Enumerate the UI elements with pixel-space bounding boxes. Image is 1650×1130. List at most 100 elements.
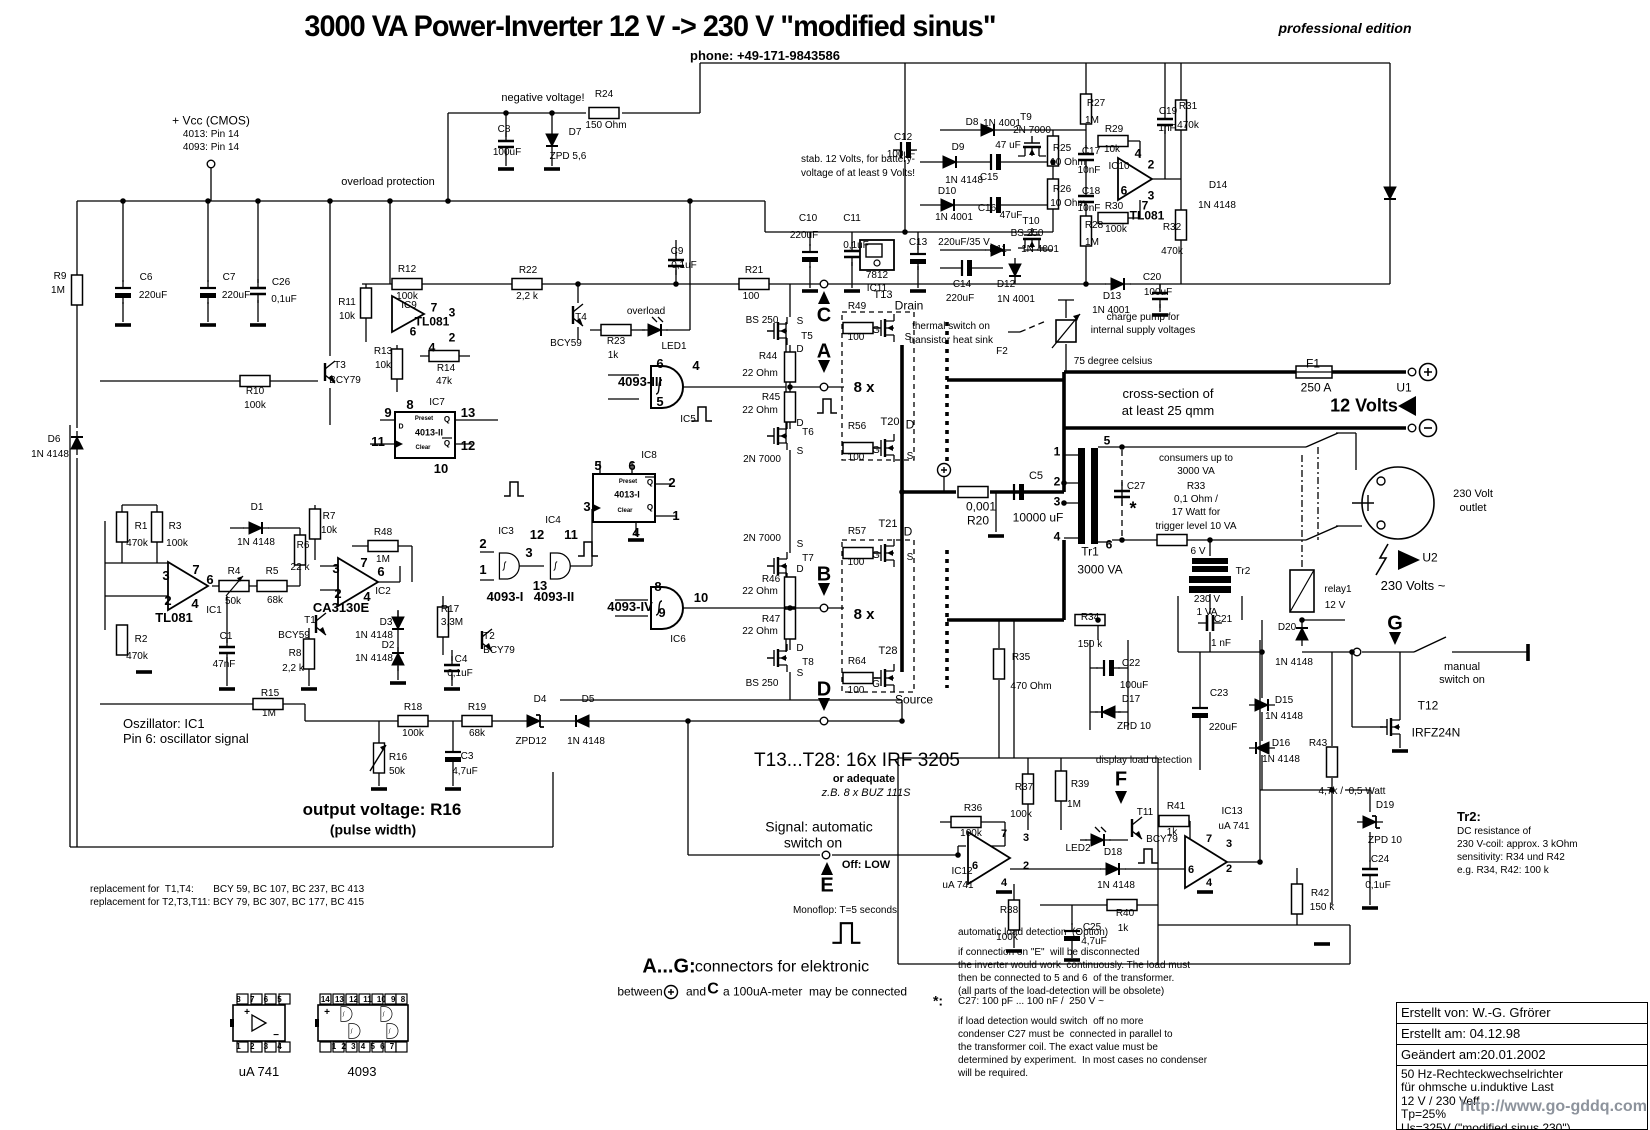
schematic-label: G	[872, 444, 880, 456]
schematic-label: internal supply voltages	[1090, 324, 1196, 336]
schematic-label: 10 Ohm	[1050, 156, 1086, 168]
schematic-label: Oszillator: IC1	[123, 716, 205, 732]
schematic-label: R10	[245, 385, 265, 397]
schematic-label: 1M	[1067, 798, 1081, 810]
schematic-label: C12	[893, 131, 913, 143]
schematic-label: 1N 4148	[237, 536, 275, 548]
schematic-label: R35	[1011, 651, 1031, 663]
schematic-label: 1N 4001	[1092, 304, 1130, 316]
schematic-label: S	[796, 538, 804, 550]
schematic-label: e.g. R34, R42: 100 k	[1457, 864, 1549, 876]
schematic-label: 150 k	[1077, 638, 1103, 650]
schematic-label: R45	[761, 391, 781, 403]
schematic-label: thermal switch on	[912, 320, 990, 332]
schematic-label: R48	[373, 526, 393, 538]
schematic-label: 1N 4148	[1262, 753, 1300, 765]
schematic-label: D6	[47, 433, 61, 445]
schematic-label: T7	[802, 552, 814, 564]
schematic-label: 10k	[320, 524, 338, 536]
schematic-label: R28	[1084, 219, 1104, 231]
schematic-label: 17 Watt for	[1171, 506, 1221, 518]
schematic-label: R15	[260, 687, 280, 699]
schematic-label: R33	[1186, 480, 1206, 492]
schematic-label: 3	[1225, 838, 1233, 851]
schematic-label: D20	[1277, 621, 1297, 633]
schematic-label: 220uF	[138, 289, 168, 301]
schematic-label: Preset	[618, 478, 638, 485]
schematic-label: 220uF/35 V	[938, 236, 990, 248]
schematic-label: 6	[377, 564, 385, 580]
schematic-label: ZPD 10	[1117, 720, 1151, 732]
schematic-label: R30	[1104, 200, 1124, 212]
schematic-label: F1	[1305, 356, 1321, 371]
schematic-label: T9	[1020, 111, 1032, 123]
opamp-ic1	[167, 560, 210, 612]
schematic-label: 3000 VA	[1177, 465, 1215, 477]
schematic-label: 2	[334, 586, 342, 602]
schematic-label: R39	[1070, 778, 1090, 790]
schematic-label: G	[872, 549, 880, 561]
schematic-label: 50k	[388, 765, 406, 777]
title-block-description-line: 50 Hz-Rechteckwechselrichter	[1401, 1067, 1564, 1081]
schematic-label: 6	[1187, 864, 1195, 877]
schematic-label: voltage of at least 9 Volts!	[801, 167, 915, 179]
schematic-label: T10	[1022, 215, 1040, 227]
schematic-label: 7	[192, 562, 200, 578]
title-block: Erstellt von: W.-G. Gfrörer Erstellt am:…	[1396, 1002, 1648, 1130]
schematic-label: 0,1uF	[1365, 879, 1391, 891]
schematic-label: D14	[1208, 179, 1228, 191]
schematic-label: R23	[606, 335, 626, 347]
schematic-label: D5	[581, 693, 595, 705]
schematic-label: Source	[894, 692, 934, 707]
schematic-label: C21	[1213, 613, 1233, 625]
schematic-label: 1N 4148	[945, 174, 983, 186]
schematic-label: 8 x	[853, 379, 875, 397]
schematic-label: Signal: automatic	[765, 818, 873, 835]
schematic-label: 3	[332, 561, 340, 577]
schematic-label: + Vcc (CMOS)	[172, 113, 250, 128]
schematic-label: 4,7uF	[1081, 935, 1107, 947]
schematic-label: R38	[999, 904, 1019, 916]
schematic-label: 1M	[376, 553, 390, 565]
schematic-label: R27	[1086, 97, 1106, 109]
schematic-label: D15	[1274, 694, 1294, 706]
schematic-label: 47nF	[212, 658, 236, 670]
lightning	[1375, 543, 1389, 576]
title-block-row: Erstellt am: 04.12.98	[1397, 1024, 1647, 1045]
schematic-label: IC2	[375, 585, 391, 597]
schematic-label: R29	[1104, 123, 1124, 135]
schematic-label: 14 13 12 11 10 9 8	[320, 994, 406, 1004]
schematic-label: switch on	[1439, 674, 1485, 687]
component-symbols	[70, 93, 1438, 1053]
schematic-label: D2	[381, 639, 395, 651]
schematic-label: C6	[139, 271, 153, 283]
schematic-label: 100uF	[1119, 679, 1149, 691]
schematic-label: A	[816, 340, 832, 363]
schematic-label: will be required.	[958, 1067, 1029, 1079]
schematic-label: 10k	[374, 359, 392, 371]
schematic-label: ZPD12	[515, 735, 547, 747]
schematic-label: IC7	[429, 396, 445, 408]
schematic-label: T8	[802, 656, 814, 668]
schematic-label: R37	[1014, 781, 1034, 793]
schematic-label: 2,2 k	[516, 290, 538, 302]
schematic-label: 100	[742, 290, 760, 302]
schematic-label: LED1	[661, 340, 687, 352]
schematic-label: 3	[1022, 832, 1030, 845]
schematic-label: 2	[1225, 863, 1233, 876]
schematic-label: 3	[1147, 188, 1155, 203]
schematic-label: R34	[1080, 611, 1100, 623]
schematic-label: R6	[296, 539, 310, 551]
schematic-label: 1N 4148	[355, 652, 393, 664]
schematic-label: 10 Ohm	[1050, 197, 1086, 209]
schematic-label: D17	[1121, 693, 1141, 705]
schematic-label: D7	[568, 126, 582, 138]
schematic-label: 13	[460, 405, 476, 421]
schematic-label: 220uF	[221, 289, 251, 301]
schematic-label: 0,1uF	[447, 667, 473, 679]
schematic-label: 1M	[1085, 236, 1099, 248]
schematic-label: +	[244, 1006, 250, 1018]
schematic-label: D3	[379, 616, 393, 628]
schematic-label: 4093-I	[486, 589, 524, 605]
